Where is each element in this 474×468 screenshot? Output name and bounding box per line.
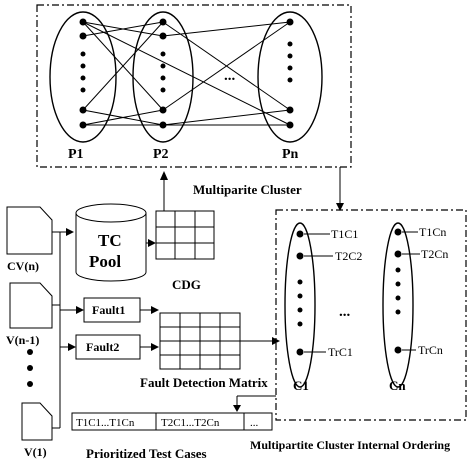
version-doc-vn1 — [9, 282, 53, 329]
partition-label-pn: Pn — [282, 147, 299, 162]
cluster-c1-ellipse — [284, 222, 316, 388]
multipartite-cluster-frame — [36, 4, 352, 168]
prioritized-test-cases-strip — [71, 412, 273, 431]
arrow-head-matrix-to-clusters — [272, 337, 280, 345]
fault2-label: Fault2 — [86, 340, 119, 354]
tc-pool-label-line2: Pool — [89, 252, 121, 271]
multipartite-cluster-label: Multiparite Cluster — [193, 182, 302, 197]
internal-ordering-label: Multipartite Cluster Internal Ordering — [250, 438, 450, 452]
prioritized-cell-3: ... — [250, 417, 259, 429]
arrow-head-to-clusters — [336, 203, 344, 211]
prioritized-cell-1: T1C1...T1Cn — [76, 417, 135, 429]
tc-pool-label-line1: TC — [98, 231, 122, 250]
cluster-cn-nodes — [394, 228, 402, 354]
version-doc-v1 — [21, 402, 53, 441]
partition-edges — [82, 21, 291, 126]
node-label-t1cn: T1Cn — [419, 225, 446, 239]
cluster-label-cn: Cn — [389, 378, 406, 393]
cluster-cn-ellipse — [382, 222, 414, 388]
partition-pn-ellipse — [257, 11, 323, 143]
partition-ellipsis: ... — [224, 68, 236, 84]
node-label-trc1: TrC1 — [328, 345, 353, 359]
cluster-label-c1: C1 — [293, 378, 309, 393]
cluster-ellipsis: ... — [339, 304, 351, 320]
partition-nodes — [79, 18, 294, 129]
version-doc-cvn — [6, 206, 53, 255]
version-label-vn1: V(n-1) — [6, 333, 39, 347]
version-label-v1: V(1) — [24, 445, 47, 459]
fault2-box — [75, 334, 141, 360]
prioritized-test-cases-label: Prioritized Test Cases — [86, 446, 207, 461]
cluster-ordering-frame — [275, 209, 467, 421]
prioritized-cell-2: T2C1...T2Cn — [161, 417, 220, 429]
fault1-box — [83, 297, 141, 323]
cluster-c1-nodes — [296, 230, 304, 356]
fault1-label: Fault1 — [92, 303, 125, 317]
cdg-label: CDG — [172, 277, 201, 292]
partition-p1-ellipse — [49, 11, 117, 143]
node-label-t2c2: T2C2 — [335, 249, 362, 263]
node-label-t2cn: T2Cn — [421, 247, 448, 261]
fault-detection-matrix-grid — [159, 312, 241, 370]
partition-label-p2: P2 — [153, 147, 169, 162]
tc-pool-cylinder — [75, 203, 147, 282]
node-label-t1c1: T1C1 — [331, 227, 358, 241]
fault-detection-matrix-label: Fault Detection Matrix — [140, 375, 268, 390]
version-dots — [27, 349, 33, 387]
arrow-head-to-prioritized — [233, 405, 241, 412]
arrow-head-cdg-to-cluster — [160, 171, 168, 180]
partition-label-p1: P1 — [68, 147, 84, 162]
version-label-cvn: CV(n) — [7, 259, 39, 273]
cdg-grid — [155, 210, 215, 260]
node-label-trcn: TrCn — [418, 343, 443, 357]
